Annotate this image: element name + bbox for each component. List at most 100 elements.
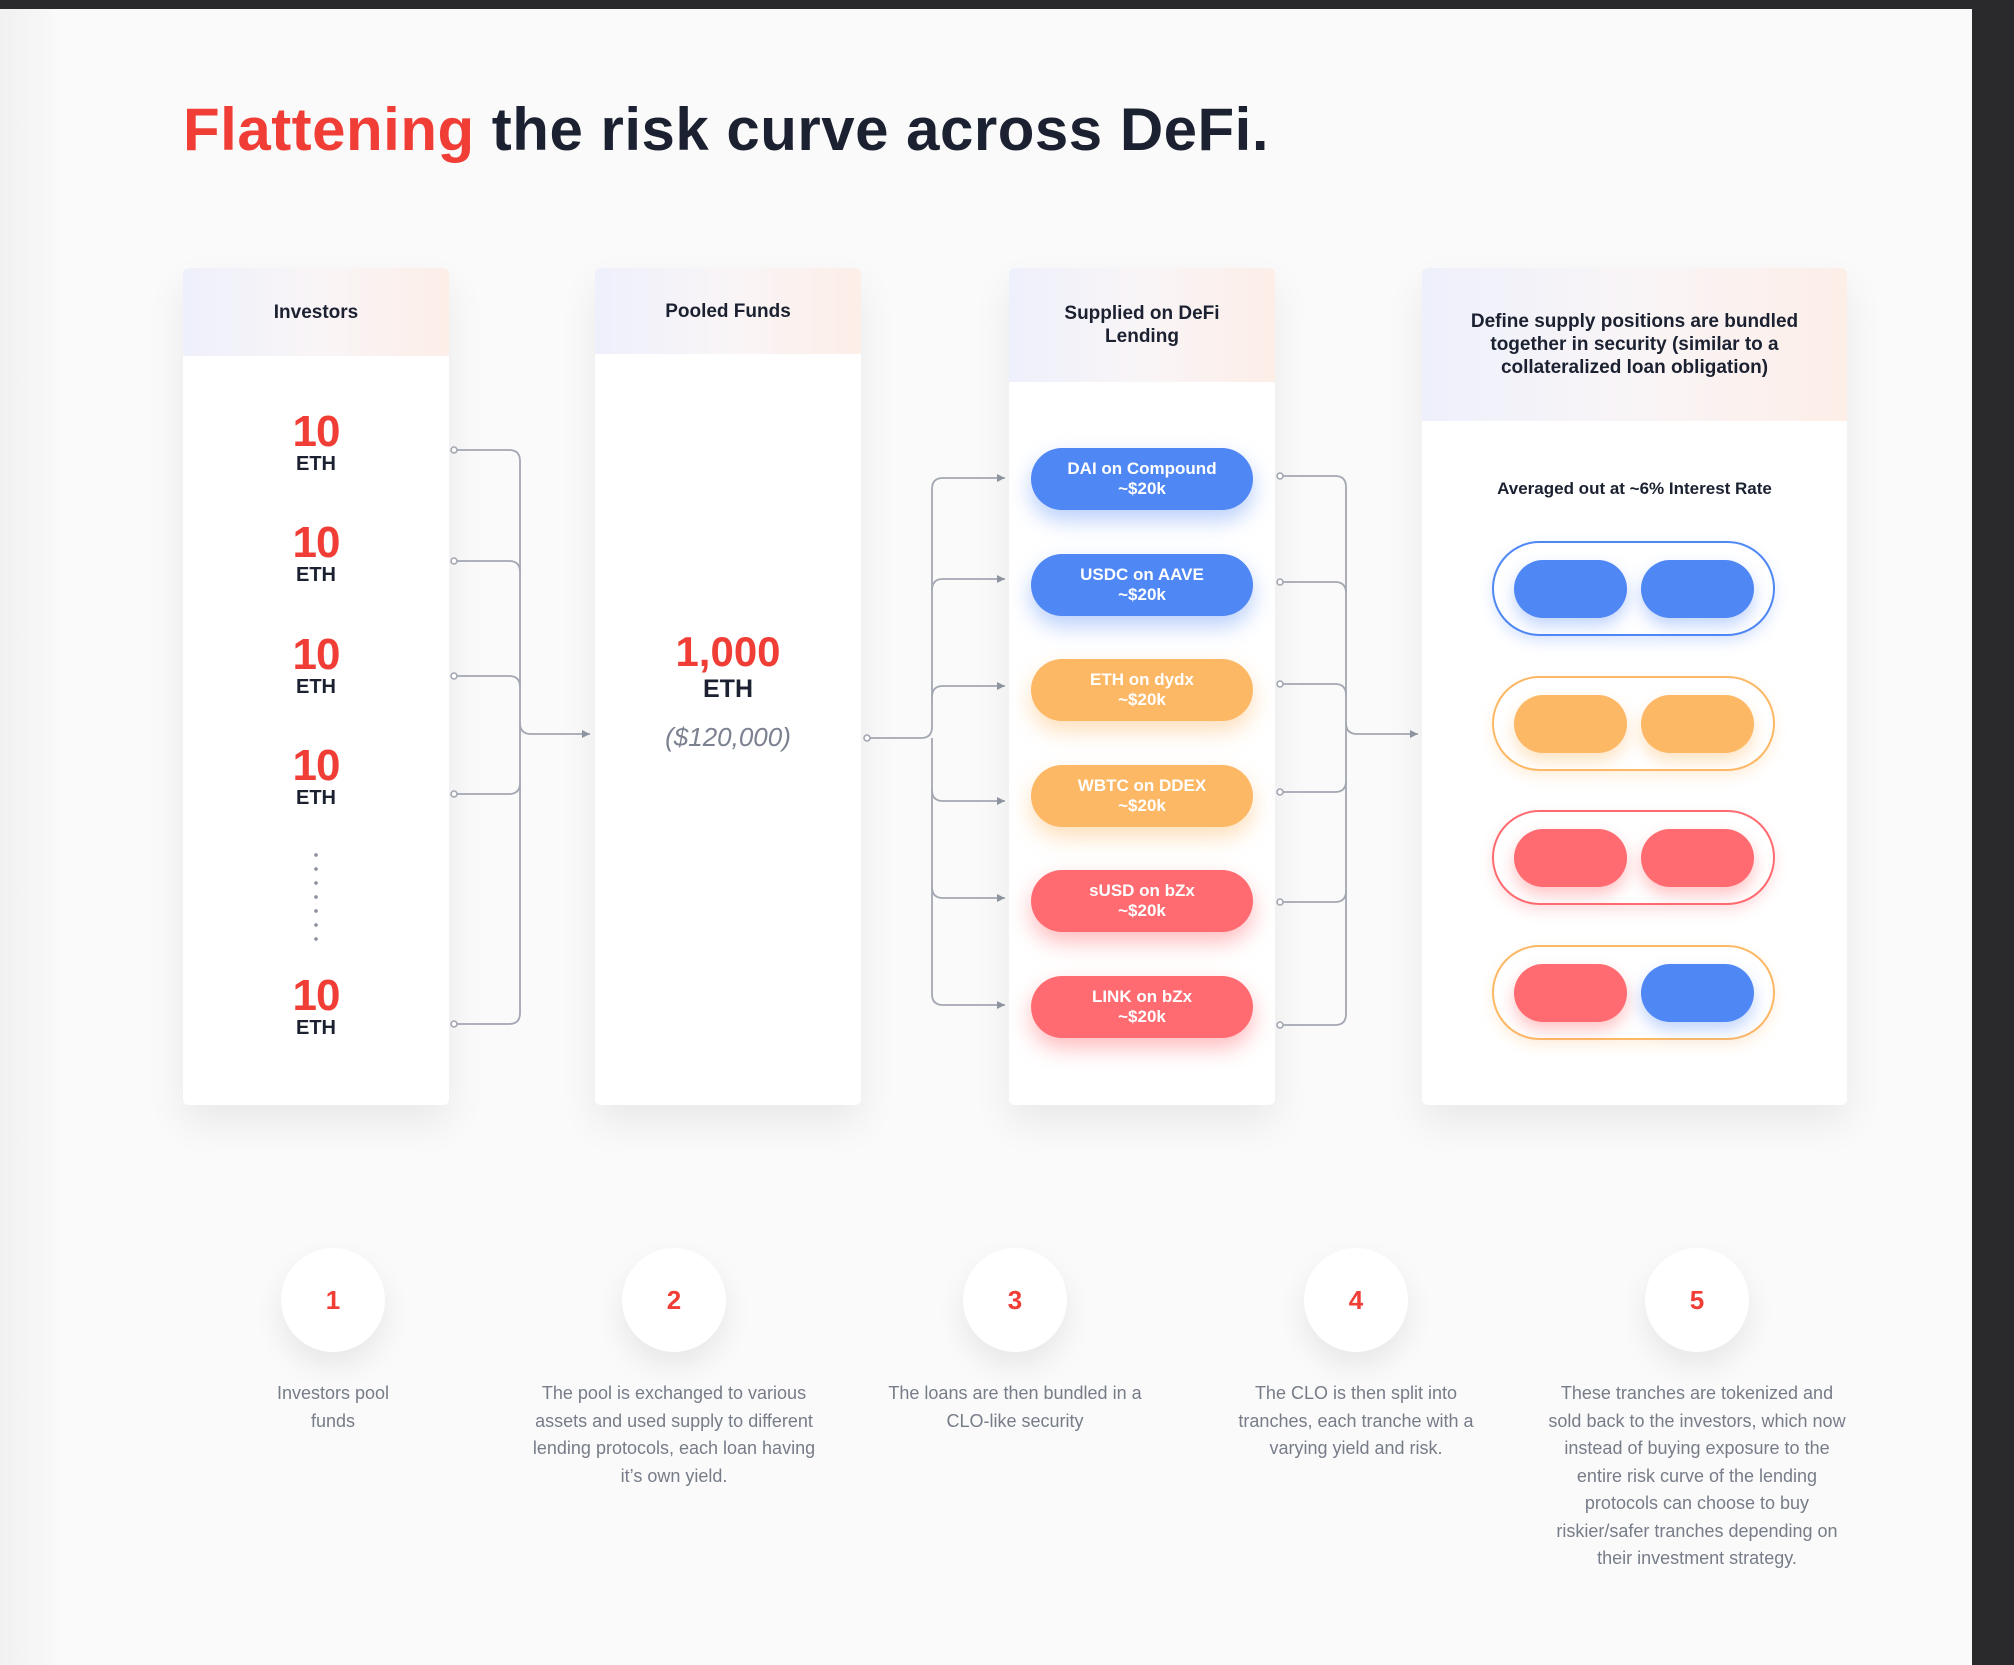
tranche-token bbox=[1514, 560, 1627, 618]
tranche-junior bbox=[1492, 810, 1775, 905]
step-number-4: 4 bbox=[1304, 1248, 1408, 1352]
connector-line bbox=[931, 738, 1005, 1009]
supply-position-value: ~$20k bbox=[1118, 585, 1166, 604]
supply-position-value: ~$20k bbox=[1118, 796, 1166, 815]
tranche-mixed bbox=[1492, 945, 1775, 1040]
connector-line bbox=[931, 682, 1005, 698]
connector-node bbox=[863, 734, 871, 742]
connector-line bbox=[931, 886, 1005, 902]
bundled-header: Define supply positions are bundled toge… bbox=[1422, 268, 1847, 421]
connector-line bbox=[1280, 581, 1347, 594]
investor-amount-value: 10 bbox=[292, 630, 341, 679]
step-description-2: The pool is exchanged to various assets … bbox=[532, 1383, 816, 1486]
supply-position-value: ~$20k bbox=[1118, 1007, 1166, 1026]
step-description-3: The loans are then bundled in a CLO-like… bbox=[888, 1383, 1142, 1431]
investor-amount-value: 10 bbox=[292, 741, 341, 790]
connector-line bbox=[931, 575, 1005, 591]
pooled-amount-usd: ($120,000) bbox=[665, 722, 791, 752]
left-margin bbox=[0, 9, 54, 1665]
bundled-security-card: Define supply positions are bundled toge… bbox=[1422, 268, 1847, 1105]
connector-node bbox=[1276, 1021, 1284, 1029]
connector-line bbox=[454, 560, 521, 573]
connector-node bbox=[1276, 578, 1284, 586]
supply-position-name: sUSD on bZx bbox=[1089, 881, 1195, 900]
supply-position-name: DAI on Compound bbox=[1067, 459, 1217, 478]
supply-position-value: ~$20k bbox=[1118, 901, 1166, 920]
supply-position-value: ~$20k bbox=[1118, 479, 1166, 498]
tranche-mezzanine bbox=[1492, 676, 1775, 771]
connector-node bbox=[450, 557, 458, 565]
connector-node bbox=[1276, 680, 1284, 688]
supply-position-name: ETH on dydx bbox=[1090, 670, 1194, 689]
step-description-1: Investors pool funds bbox=[276, 1383, 390, 1431]
ellipsis-dots bbox=[314, 848, 318, 948]
connector-node bbox=[450, 672, 458, 680]
top-bar bbox=[0, 0, 2014, 9]
step-description-4: The CLO is then split into tranches, eac… bbox=[1238, 1383, 1474, 1458]
investor-amount-unit: ETH bbox=[296, 1017, 336, 1039]
tranche-senior bbox=[1492, 541, 1775, 636]
title-accent: Flattening bbox=[183, 96, 475, 163]
right-scroll-area bbox=[1972, 9, 2014, 1665]
connector-node bbox=[1276, 898, 1284, 906]
supply-position-name: USDC on AAVE bbox=[1080, 565, 1204, 584]
supply-position: DAI on Compound~$20k bbox=[1031, 448, 1253, 510]
supply-position: WBTC on DDEX~$20k bbox=[1031, 765, 1253, 827]
tranche-token bbox=[1514, 964, 1627, 1022]
supply-position: ETH on dydx~$20k bbox=[1031, 659, 1253, 721]
connector-line bbox=[454, 449, 521, 1025]
connector-line bbox=[1280, 475, 1347, 1026]
investor-amount-unit: ETH bbox=[296, 787, 336, 809]
step-number-5: 5 bbox=[1645, 1248, 1749, 1352]
step-number-1: 1 bbox=[281, 1248, 385, 1352]
investor-amount-value: 10 bbox=[292, 518, 341, 567]
pooled-amount-value: 1,000 bbox=[675, 628, 781, 675]
connector-line bbox=[1345, 722, 1418, 738]
connector-node bbox=[1276, 472, 1284, 480]
step-number-3: 3 bbox=[963, 1248, 1067, 1352]
pooled-funds-header: Pooled Funds bbox=[595, 268, 861, 354]
tranche-token bbox=[1514, 695, 1627, 753]
investors-header: Investors bbox=[183, 268, 449, 356]
connector-line bbox=[1280, 683, 1347, 696]
supply-position-name: WBTC on DDEX bbox=[1077, 776, 1207, 795]
supply-position: LINK on bZx~$20k bbox=[1031, 976, 1253, 1038]
supply-position-name: LINK on bZx bbox=[1091, 987, 1193, 1006]
page-title: Flattening the risk curve across DeFi. bbox=[183, 95, 1269, 164]
connector-line bbox=[1280, 780, 1347, 793]
connector-line bbox=[1280, 890, 1347, 903]
connector-line bbox=[867, 474, 1005, 739]
tranche-token bbox=[1641, 695, 1754, 753]
connector-node bbox=[450, 446, 458, 454]
connector-line bbox=[519, 722, 590, 738]
connector-line bbox=[931, 789, 1005, 805]
investor-amount-value: 10 bbox=[292, 407, 341, 456]
investor-amount-unit: ETH bbox=[296, 676, 336, 698]
average-rate-label: Averaged out at ~6% Interest Rate bbox=[1497, 479, 1772, 498]
pooled-amount-unit: ETH bbox=[703, 675, 753, 703]
connector-node bbox=[1276, 788, 1284, 796]
supplied-card: Supplied on DeFi Lending DAI on Compound… bbox=[1009, 268, 1275, 1105]
tranche-token bbox=[1514, 829, 1627, 887]
step-description-5: These tranches are tokenized and sold ba… bbox=[1548, 1383, 1846, 1568]
supply-position: sUSD on bZx~$20k bbox=[1031, 870, 1253, 932]
connector-node bbox=[450, 790, 458, 798]
investor-amount-unit: ETH bbox=[296, 564, 336, 586]
connector-line bbox=[454, 675, 521, 688]
step-number-2: 2 bbox=[622, 1248, 726, 1352]
tranche-token bbox=[1641, 560, 1754, 618]
connector-node bbox=[450, 1020, 458, 1028]
supply-position: USDC on AAVE~$20k bbox=[1031, 554, 1253, 616]
investor-amount-value: 10 bbox=[292, 971, 341, 1020]
supply-position-value: ~$20k bbox=[1118, 690, 1166, 709]
investor-amount-unit: ETH bbox=[296, 453, 336, 475]
pooled-funds-card: Pooled Funds 1,000 ETH ($120,000) bbox=[595, 268, 861, 1105]
tranche-token bbox=[1641, 829, 1754, 887]
